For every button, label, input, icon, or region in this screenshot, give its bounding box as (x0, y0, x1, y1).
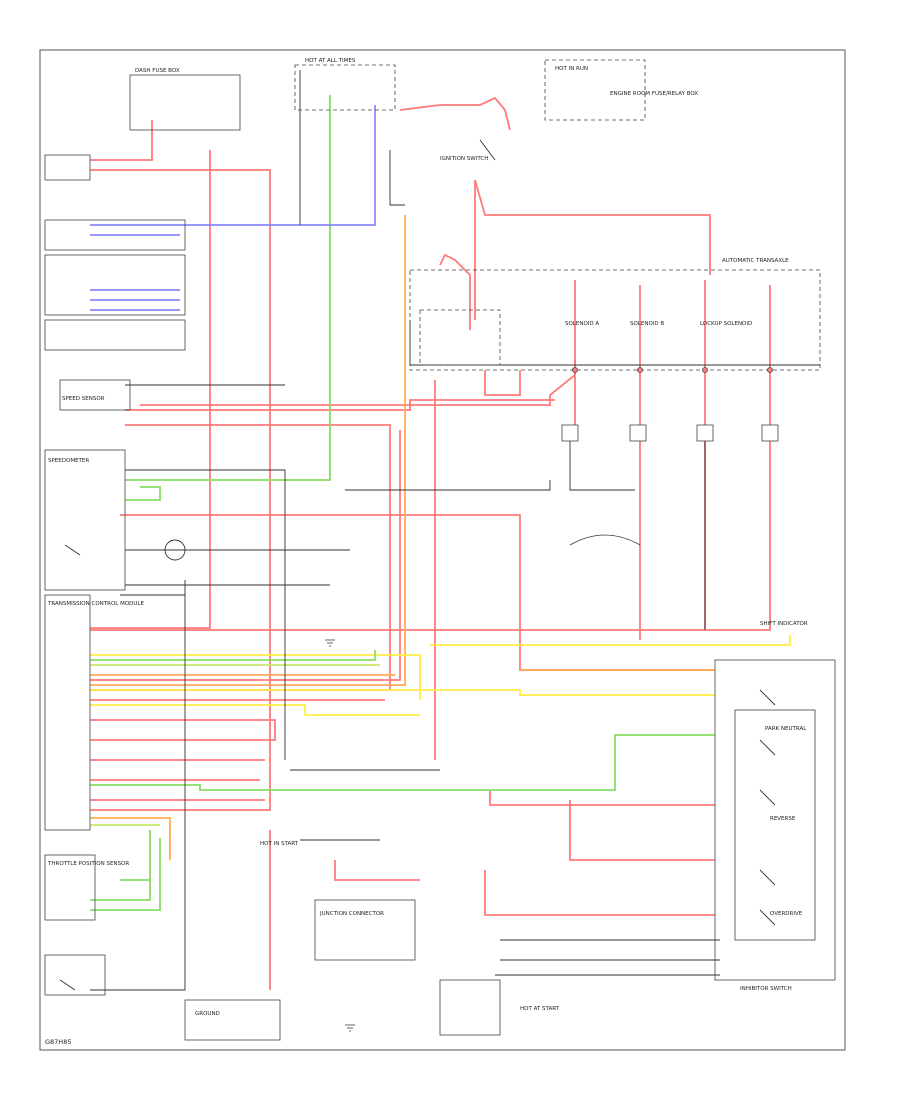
hot-at-all-times-box (294, 64, 396, 111)
lightgreen-wires (90, 664, 380, 826)
orange-wires (90, 215, 715, 860)
speed-sensor-box (59, 379, 131, 411)
ground-box (184, 999, 281, 1041)
left-connector-3 (44, 254, 186, 316)
left-connector-1 (44, 154, 91, 181)
switch-symbols (59, 139, 776, 991)
automatic-transaxle-box (714, 659, 836, 981)
label-speedometer: SPEEDOMETER (48, 458, 89, 464)
ground-symbol-3 (345, 1024, 355, 1032)
diagram-frame (39, 49, 846, 1051)
labels: HOT AT ALL TIMES HOT IN RUN ENGINE ROOM … (45, 58, 808, 1046)
solenoid-connector-4 (761, 424, 779, 442)
left-connector-4 (44, 319, 186, 351)
switch-6 (759, 909, 776, 926)
solenoid-connector-3 (696, 424, 714, 442)
label-throttle-position: THROTTLE POSITION SENSOR (47, 861, 129, 867)
label-transmission-ecm: TRANSMISSION CONTROL MODULE (47, 601, 144, 607)
switch-2 (759, 689, 776, 706)
red-wires (90, 96, 771, 990)
transmission-ecm-box (44, 594, 91, 831)
left-connector-2 (44, 219, 186, 251)
label-dash-fuse: DASH FUSE BOX (135, 68, 180, 74)
throttle-sensor-box (44, 854, 96, 921)
label-engine-room-fuse: ENGINE ROOM FUSE/RELAY BOX (610, 91, 698, 97)
switch-4 (759, 789, 776, 806)
junction-box (314, 899, 416, 961)
ground-symbol-1 (569, 534, 641, 546)
relay-bottom (439, 979, 501, 1036)
switch-7 (59, 979, 76, 991)
blue-wires (90, 105, 376, 311)
label-reverse: REVERSE (770, 816, 796, 822)
label-hot-at-start: HOT AT START (520, 1006, 560, 1012)
engine-room-box (544, 59, 646, 121)
label-shift-indicator: SHIFT INDICATOR (760, 621, 808, 627)
relay-box-top (419, 309, 501, 366)
yellow-wires (90, 635, 791, 716)
label-hot-in-run: HOT IN RUN (555, 66, 588, 72)
ground-symbol-2 (325, 639, 335, 647)
label-overdrive: OVERDRIVE (770, 911, 803, 917)
speedometer-box (44, 449, 126, 591)
label-inhibitor-switch: INHIBITOR SWITCH (740, 986, 792, 992)
label-junction-conn: JUNCTION CONNECTOR (319, 911, 384, 917)
switch-3 (759, 739, 776, 756)
solenoid-connector-1 (561, 424, 579, 442)
label-solenoid-b: SOLENOID B (630, 321, 664, 327)
footer-code: G87H85 (45, 1038, 71, 1046)
solenoid-box (409, 269, 821, 371)
label-speed-sensor: SPEED SENSOR (62, 396, 105, 402)
label-automatic-transaxle: AUTOMATIC TRANSAXLE (722, 258, 789, 264)
junction-dot-3 (767, 367, 773, 373)
solenoid-connectors (561, 367, 779, 442)
label-park-neutral: PARK NEUTRAL (765, 726, 807, 732)
green-wires (90, 95, 715, 911)
dash-fuse-box (129, 74, 241, 131)
solenoid-connector-2 (629, 424, 647, 442)
ground-symbols (325, 534, 641, 1032)
inhibitor-switch-box (734, 709, 816, 941)
label-ignition-switch: IGNITION SWITCH (440, 156, 488, 162)
component-boxes (44, 59, 836, 1041)
switch-1 (479, 139, 496, 161)
label-solenoid-a: SOLENOID A (565, 321, 599, 327)
switch-5 (759, 869, 776, 886)
inhibitor-switch-left-box (44, 954, 106, 996)
junction-dot-2 (702, 367, 708, 373)
sensor-coil (164, 539, 186, 561)
black-wires (90, 70, 820, 991)
switch-8 (64, 544, 81, 556)
label-hot-at-all-times: HOT AT ALL TIMES (305, 58, 356, 64)
label-hot-in-start: HOT IN START (260, 841, 299, 847)
junction-dot-4 (572, 367, 578, 373)
label-ground: GROUND (195, 1011, 220, 1017)
junction-dot-1 (637, 367, 643, 373)
label-lockup-solenoid: LOCKUP SOLENOID (700, 321, 752, 327)
